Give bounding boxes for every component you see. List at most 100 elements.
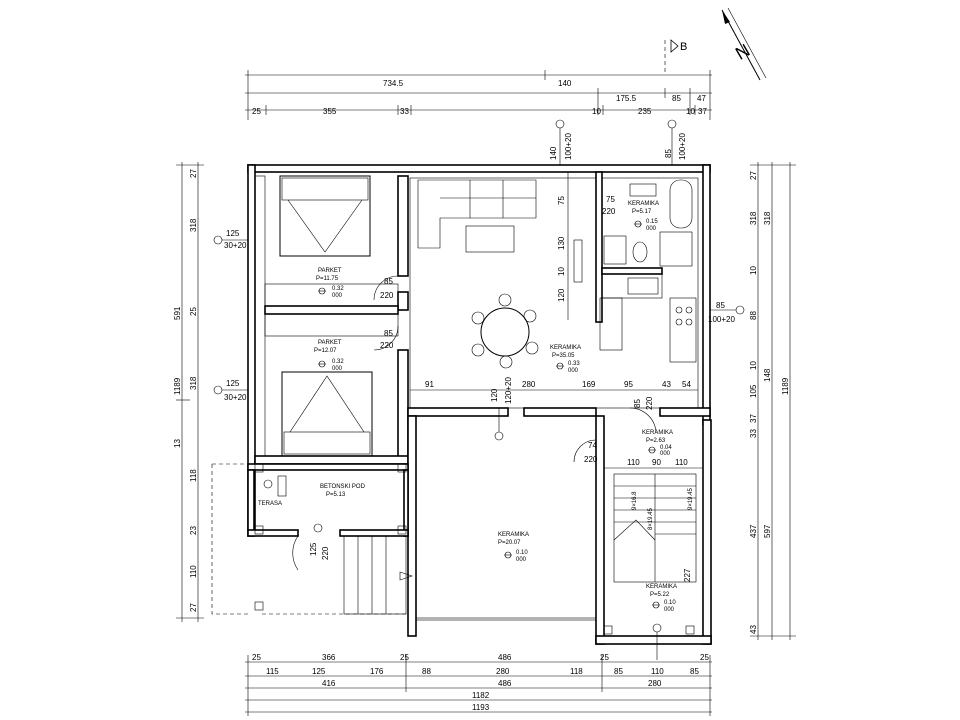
opening-top-right-a: 85 <box>664 149 673 158</box>
room-area: P=5.22 <box>650 592 670 598</box>
room-sub: 000 <box>660 451 671 457</box>
column-markers <box>254 463 695 635</box>
room-entry: BETONSKI POD P=5.13 <box>320 484 366 498</box>
room-sub: 000 <box>332 366 343 372</box>
room-name: KERAMIKA <box>550 345 581 351</box>
dim-right-b2: 597 <box>763 524 772 538</box>
opening-center-a: 120 <box>490 388 499 402</box>
dim-bot-2b: 125 <box>312 667 326 676</box>
room-name: PARKET <box>318 268 342 274</box>
dim-top-2a: 175.5 <box>616 94 637 103</box>
north-label: N <box>732 40 753 64</box>
room-tag: 0.10 <box>516 550 528 556</box>
dim-right-a10: 437 <box>749 524 758 538</box>
hall-w-90: 90 <box>652 458 661 467</box>
door-bed2-h: 220 <box>380 341 394 350</box>
opening-left-top-b: 30+20 <box>224 241 247 250</box>
opening-right-b: 100+20 <box>708 315 735 324</box>
room-bedroom-1: PARKET P=11.75 0.32 000 <box>316 268 344 299</box>
room-sub: 000 <box>332 293 343 299</box>
room-name: BETONSKI POD <box>320 484 366 490</box>
door-marker-bed1: 85 220 <box>380 277 394 300</box>
left-dimensions: 1189 591 27 318 25 318 13 118 23 110 27 <box>173 162 204 622</box>
dim-right-a9: 33 <box>749 429 758 438</box>
dim-top-3c: 33 <box>400 107 409 116</box>
floor-tag-icon <box>504 551 512 559</box>
dim-bot-2e: 280 <box>496 667 510 676</box>
door-bed1-w: 85 <box>384 277 393 286</box>
dim-bot-5: 1193 <box>472 703 490 712</box>
dim-top-1b: 140 <box>558 79 572 88</box>
dim-top-3a: 25 <box>252 107 261 116</box>
int-h-10: 10 <box>557 267 566 276</box>
room-tag: 0.32 <box>332 359 344 365</box>
dim-bot-1a: 25 <box>252 653 261 662</box>
room-sub: 000 <box>568 368 579 374</box>
dim-top-3g: 37 <box>698 107 707 116</box>
bed-1-icon <box>264 175 399 307</box>
door-entry <box>292 535 299 571</box>
opening-left-top-a: 125 <box>226 229 240 238</box>
door-hall <box>629 407 657 433</box>
int-w-280: 280 <box>522 380 536 389</box>
door-marker-entry: 125 220 <box>309 523 330 560</box>
door-entry-w: 125 <box>309 542 318 556</box>
int-w-95: 95 <box>624 380 633 389</box>
room-lower: KERAMIKA P=20.07 0.10 000 <box>498 532 529 563</box>
dim-right-a6: 148 <box>763 368 772 382</box>
opening-left-bottom-a: 125 <box>226 379 240 388</box>
door-bath-h: 220 <box>602 207 616 216</box>
door-marker-bed2: 85 220 <box>380 329 394 350</box>
dim-right-a8: 37 <box>749 414 758 423</box>
room-name: KERAMIKA <box>498 532 529 538</box>
dim-top-3d: 10 <box>592 107 601 116</box>
int-w-91: 91 <box>425 380 434 389</box>
stair-label-2: 9×19.45 <box>688 487 694 510</box>
dim-left-s3: 25 <box>189 307 198 316</box>
interior-dimensions: 75 130 10 120 91 280 169 95 43 54 110 90… <box>410 172 703 469</box>
door-hall-w: 85 <box>633 399 642 408</box>
dim-bot-1f: 25 <box>700 653 709 662</box>
dim-right-outer: 1189 <box>781 377 790 395</box>
bathroom-fixtures-icon <box>603 179 693 267</box>
room-name: KERAMIKA <box>628 201 659 207</box>
room-sub: 000 <box>664 607 675 613</box>
dim-left-s4: 318 <box>189 376 198 390</box>
floor-tag-icon <box>652 601 660 609</box>
kitchen-counter-icon <box>573 239 697 363</box>
int-w-169: 169 <box>582 380 596 389</box>
room-sub: 000 <box>516 557 527 563</box>
door-entry-h: 220 <box>321 546 330 560</box>
dim-right-a3: 10 <box>749 266 758 275</box>
room-sub: 000 <box>646 226 657 232</box>
dim-bot-3a: 416 <box>322 679 336 688</box>
opening-top-right-b: 100+20 <box>678 133 687 160</box>
door-stair-h: 220 <box>584 455 598 464</box>
dim-left-s1: 27 <box>189 169 198 178</box>
dim-left-s2: 318 <box>189 218 198 232</box>
section-label: B <box>680 41 687 53</box>
right-dimensions: 27 318 10 88 10 148 105 37 33 437 43 318… <box>749 162 796 640</box>
bed-2-icon <box>264 313 399 457</box>
room-name: PARKET <box>318 340 342 346</box>
dim-top-1a: 734.5 <box>383 79 404 88</box>
window-marker-top-left: 140 100+20 <box>549 119 573 165</box>
door-bedroom-1 <box>373 275 399 301</box>
room-name: KERAMIKA <box>642 430 673 436</box>
floor-tag-icon <box>318 287 326 295</box>
dim-top-3e: 235 <box>638 107 652 116</box>
room-area: P=5.13 <box>326 492 346 498</box>
dim-left-s9: 27 <box>189 603 198 612</box>
door-stair <box>573 439 597 463</box>
dim-bot-2d: 88 <box>422 667 431 676</box>
hall-w-110a: 110 <box>627 458 640 467</box>
sofa-icon <box>417 179 537 253</box>
door-hall-h: 220 <box>645 396 654 410</box>
door-bed2-w: 85 <box>384 329 393 338</box>
room-area: P=11.75 <box>316 276 339 282</box>
room-tag: 0.10 <box>664 600 676 606</box>
top-dimensions: 734.5 140 175.5 85 47 25 355 33 10 235 1… <box>245 70 712 120</box>
dim-right-a7: 105 <box>749 384 758 398</box>
dim-bot-2i: 85 <box>690 667 699 676</box>
dim-bot-3b: 486 <box>498 679 512 688</box>
